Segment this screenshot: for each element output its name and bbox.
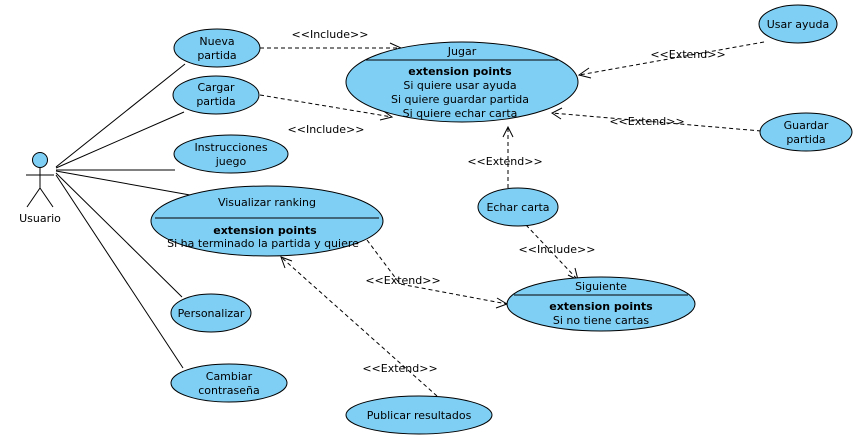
assoc-personalizar — [55, 172, 183, 298]
use-case-shape — [172, 75, 260, 115]
relation-labels: <<Include>> <<Include>> <<Extend>> <<Ext… — [288, 28, 726, 375]
extension-point: Si quiere echar carta — [403, 107, 518, 120]
extend-siguiente-line — [366, 239, 508, 305]
use-case-publicar-resultados[interactable]: Publicar resultados — [345, 395, 493, 435]
extend-guardar-arrowhead — [551, 107, 563, 120]
use-case-jugar[interactable]: Jugar extension points Si quiere usar ay… — [345, 41, 579, 123]
extension-points-header: extension points — [213, 224, 317, 237]
use-case-shape — [173, 28, 261, 68]
extend-ayuda-arrowhead — [577, 67, 592, 79]
use-case-guardar-partida[interactable]: Guardar partida — [759, 112, 853, 152]
extension-point: Si quiere usar ayuda — [403, 79, 516, 92]
use-case-label: Publicar resultados — [367, 409, 472, 422]
use-case-label-line1: Guardar — [784, 119, 829, 132]
use-case-shape — [345, 41, 579, 123]
use-case-label-line1: Instrucciones — [194, 141, 267, 154]
use-case-siguiente[interactable]: Siguiente extension points Si no tiene c… — [506, 276, 696, 332]
use-case-shape — [170, 363, 288, 403]
use-case-personalizar[interactable]: Personalizar — [170, 293, 252, 333]
use-case-title: Siguiente — [575, 280, 627, 293]
use-case-label-line2: juego — [215, 155, 247, 168]
extend-ayuda-line — [578, 41, 765, 76]
use-case-cargar-partida[interactable]: Cargar partida — [172, 75, 260, 115]
use-case-shape — [759, 112, 853, 152]
extension-point: Si ha terminado la partida y quiere — [167, 237, 359, 250]
label-extend-guardar: <<Extend>> — [609, 115, 684, 128]
extension-point: Si quiere guardar partida — [391, 93, 529, 106]
include-cargar-line — [259, 94, 393, 118]
extension-points-header: extension points — [408, 65, 512, 78]
use-case-shape — [345, 395, 493, 435]
label-include-cargar: <<Include>> — [288, 123, 365, 136]
label-extend-siguiente: <<Extend>> — [365, 274, 440, 287]
use-case-title: Visualizar ranking — [218, 196, 316, 209]
use-case-usar-ayuda[interactable]: Usar ayuda — [758, 4, 838, 44]
include-siguiente-line — [525, 224, 579, 281]
label-extend-ayuda: <<Extend>> — [650, 48, 725, 61]
dependencies — [259, 41, 765, 397]
use-case-label-line2: partida — [197, 49, 236, 62]
extend-publicar-arrowhead — [280, 256, 293, 269]
assoc-cargar-partida — [55, 111, 185, 169]
use-case-label-line1: Cambiar — [206, 370, 253, 383]
use-case-label: Usar ayuda — [767, 18, 830, 31]
label-extend-echar: <<Extend>> — [467, 155, 542, 168]
assoc-nueva-partida — [55, 63, 186, 168]
assoc-visualizar — [55, 170, 191, 196]
use-case-instrucciones-juego[interactable]: Instrucciones juego — [173, 134, 289, 174]
extension-points-header: extension points — [549, 300, 653, 313]
label-extend-publicar: <<Extend>> — [362, 362, 437, 375]
label-include-nueva: <<Include>> — [292, 28, 369, 41]
use-case-label: Personalizar — [178, 307, 245, 320]
associations — [55, 63, 191, 369]
label-include-siguiente: <<Include>> — [519, 243, 596, 256]
use-case-shape — [506, 276, 696, 332]
use-case-visualizar-ranking[interactable]: Visualizar ranking extension points Si h… — [150, 185, 384, 257]
use-case-label-line1: Nueva — [199, 35, 234, 48]
use-case-label-line2: contraseña — [198, 384, 260, 397]
actor-label: Usuario — [19, 212, 61, 225]
actor-leg-right — [39, 187, 54, 208]
use-case-shape — [150, 185, 384, 257]
use-case-label-line2: partida — [196, 95, 235, 108]
use-case-label: Echar carta — [486, 201, 549, 214]
assoc-cambiar — [55, 174, 184, 369]
use-case-echar-carta[interactable]: Echar carta — [477, 187, 559, 227]
use-case-label-line1: Cargar — [198, 81, 235, 94]
use-case-title: Jugar — [447, 45, 477, 58]
use-case-label-line2: partida — [786, 133, 825, 146]
use-case-cambiar-contrasena[interactable]: Cambiar contraseña — [170, 363, 288, 403]
actor-head — [32, 152, 48, 168]
use-case-shape — [477, 187, 559, 227]
use-case-nueva-partida[interactable]: Nueva partida — [173, 28, 261, 68]
actor-usuario[interactable]: Usuario — [19, 152, 61, 226]
use-case-shape — [758, 4, 838, 44]
actor-leg-left — [26, 187, 41, 208]
extension-point: Si no tiene cartas — [553, 314, 649, 327]
use-case-shape — [170, 293, 252, 333]
use-case-shape — [173, 134, 289, 174]
extend-echar-arrowhead — [502, 125, 514, 138]
extend-siguiente-arrowhead — [495, 297, 509, 309]
